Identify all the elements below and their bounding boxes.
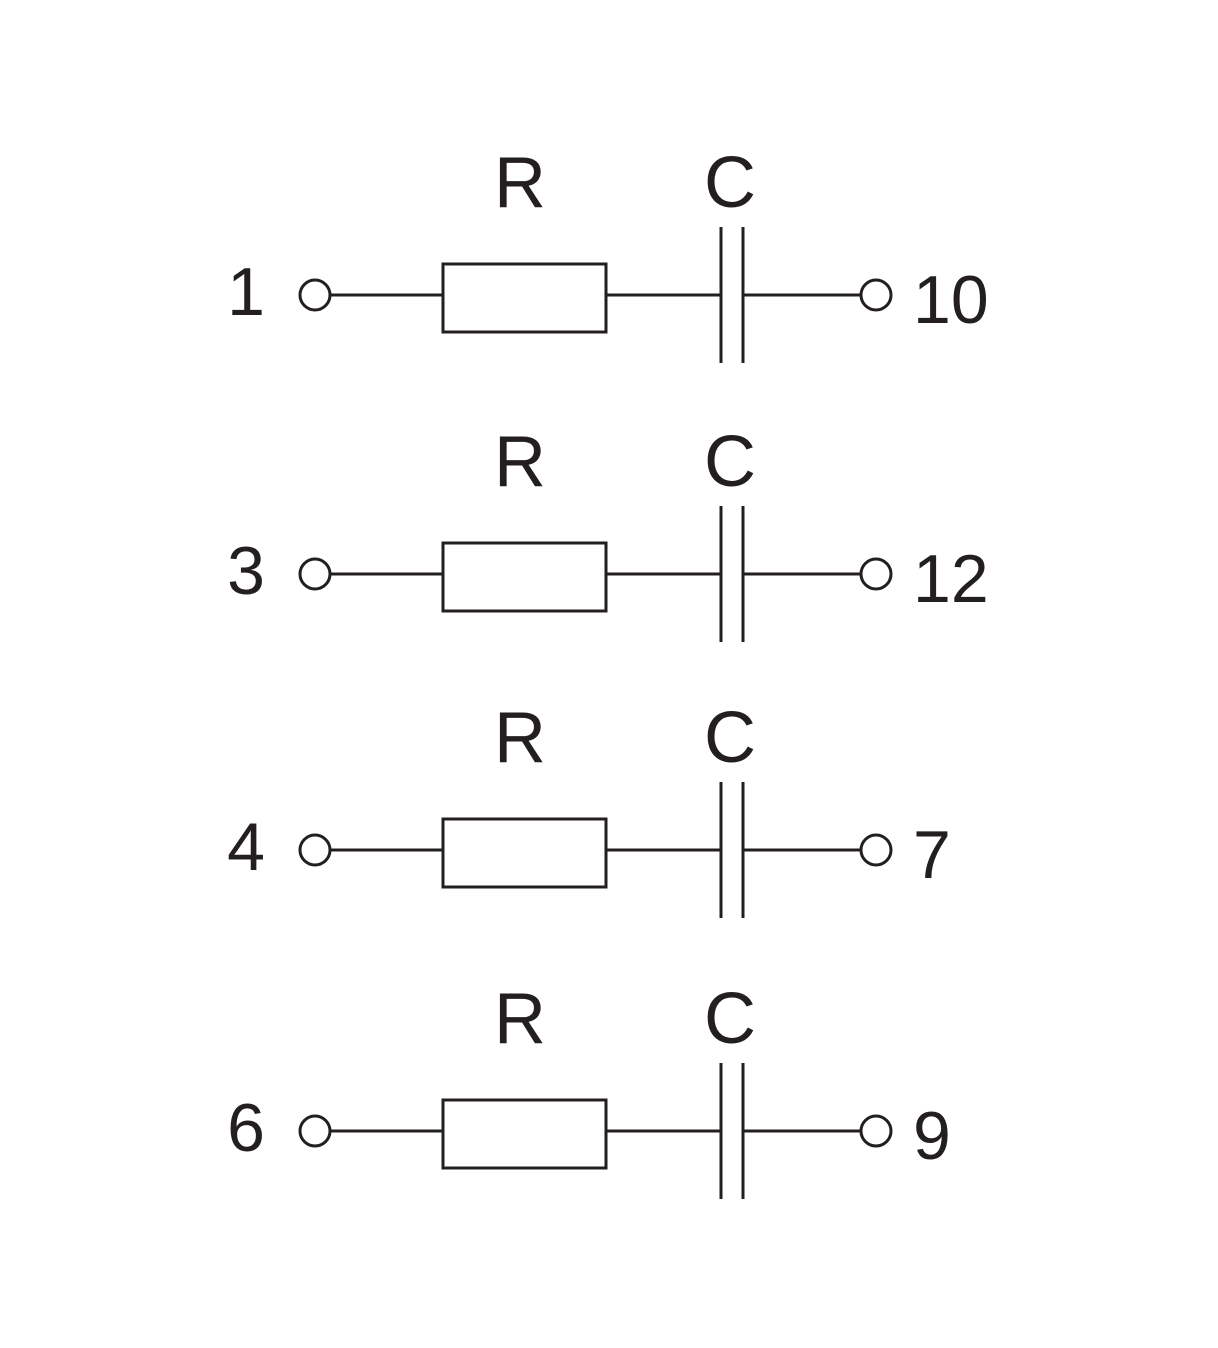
left-terminal-label: 6 bbox=[227, 1090, 265, 1166]
resistor-symbol bbox=[441, 262, 608, 334]
right-terminal-label: 7 bbox=[913, 817, 951, 893]
left-terminal-label: 1 bbox=[227, 254, 265, 330]
left-terminal-label: 4 bbox=[227, 809, 265, 885]
capacitor-label: C bbox=[704, 698, 756, 778]
capacitor-label: C bbox=[704, 422, 756, 502]
right-terminal-label: 12 bbox=[913, 541, 989, 617]
resistor-label: R bbox=[494, 698, 546, 778]
resistor-symbol bbox=[441, 541, 608, 613]
capacitor-label: C bbox=[704, 143, 756, 223]
resistor-label: R bbox=[494, 422, 546, 502]
resistor-symbol bbox=[441, 817, 608, 889]
right-terminal-icon bbox=[859, 278, 893, 312]
rc-circuit: R C 4 7 bbox=[227, 698, 951, 918]
rc-circuit: R C 3 12 bbox=[227, 422, 989, 642]
right-terminal-label: 10 bbox=[913, 262, 989, 338]
resistor-label: R bbox=[494, 143, 546, 223]
left-terminal-icon bbox=[298, 278, 332, 312]
capacitor-label: C bbox=[704, 979, 756, 1059]
right-terminal-label: 9 bbox=[913, 1098, 951, 1174]
resistor-symbol bbox=[441, 1098, 608, 1170]
rc-circuit: R C 1 10 bbox=[227, 143, 989, 363]
left-terminal-label: 3 bbox=[227, 533, 265, 609]
rc-circuit: R C 6 9 bbox=[227, 979, 951, 1199]
right-terminal-icon bbox=[859, 1114, 893, 1148]
left-terminal-icon bbox=[298, 833, 332, 867]
right-terminal-icon bbox=[859, 833, 893, 867]
right-terminal-icon bbox=[859, 557, 893, 591]
left-terminal-icon bbox=[298, 557, 332, 591]
left-terminal-icon bbox=[298, 1114, 332, 1148]
resistor-label: R bbox=[494, 979, 546, 1059]
